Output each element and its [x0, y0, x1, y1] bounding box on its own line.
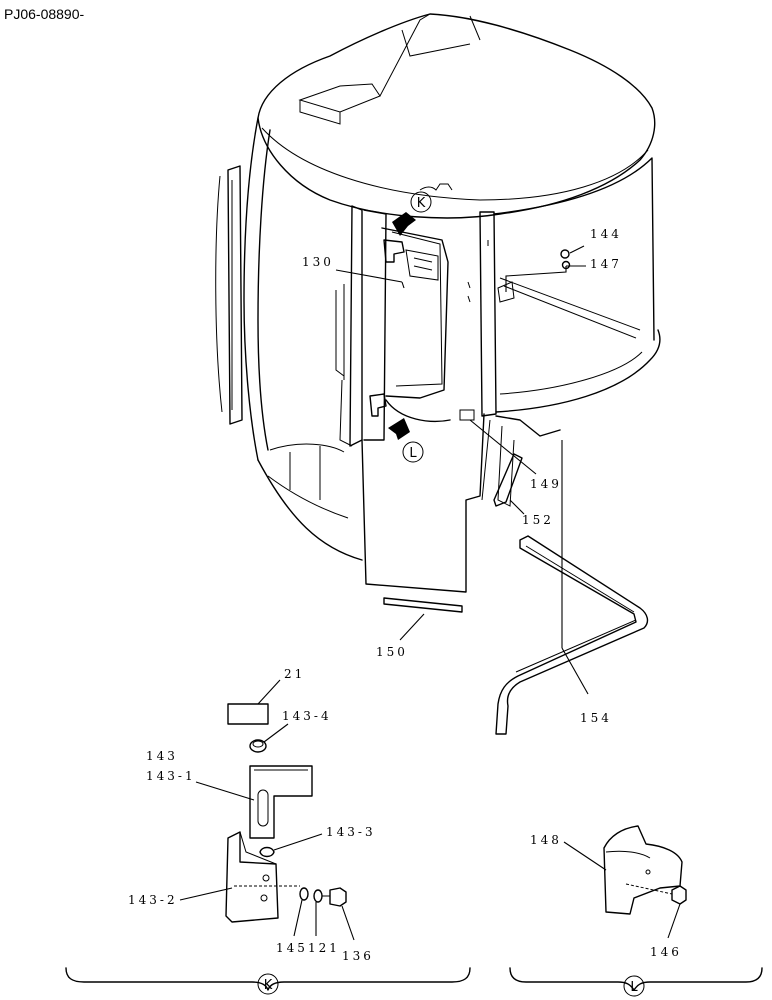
view-k-marker-top: K	[417, 196, 426, 211]
bracket-143-2	[225, 831, 300, 923]
view-arrow-l: L	[388, 418, 424, 463]
label-149: 149	[530, 477, 562, 491]
label-21: 21	[284, 667, 305, 681]
washer-145	[299, 887, 309, 901]
view-l-detail: 148 146	[530, 825, 687, 959]
label-130: 130	[302, 255, 334, 269]
label-147: 147	[590, 257, 622, 271]
document-id: PJ06-08890-	[4, 6, 85, 22]
label-143-3: 143-3	[326, 825, 376, 839]
view-l-marker-bottom: L	[630, 980, 638, 995]
washer-121	[313, 889, 323, 903]
view-l-marker-top: L	[409, 446, 417, 461]
bracket-143-1	[249, 765, 313, 839]
view-k-detail: 21 143-4 143 143-1 143-3	[128, 667, 376, 963]
cab-assembly	[215, 13, 661, 593]
seal-strip-154	[495, 535, 649, 735]
label-145: 145	[276, 941, 308, 955]
label-143-1: 143-1	[146, 769, 196, 783]
label-136: 136	[342, 949, 374, 963]
seal-152	[493, 453, 523, 507]
view-arrow-k: K	[392, 191, 432, 236]
clip-143-3	[259, 846, 275, 858]
label-plate-21	[227, 703, 269, 725]
bracket-148	[603, 825, 683, 915]
brace-l: L	[509, 967, 763, 997]
view-k-marker-bottom: K	[264, 978, 273, 993]
label-143-4: 143-4	[282, 709, 332, 723]
brace-k: K	[65, 967, 471, 995]
label-154: 154	[580, 711, 612, 725]
bolt-146	[671, 885, 687, 905]
label-144: 144	[590, 227, 622, 241]
label-143-2: 143-2	[128, 893, 178, 907]
bolt-136	[322, 887, 347, 907]
label-148: 148	[530, 833, 562, 847]
label-146: 146	[650, 945, 682, 959]
cap-143-4	[249, 723, 289, 753]
weatherstrip-150	[383, 597, 463, 613]
label-152: 152	[522, 513, 554, 527]
label-121: 121	[308, 941, 340, 955]
label-150: 150	[376, 645, 408, 659]
bolt-144	[560, 249, 570, 259]
label-143: 143	[146, 749, 178, 763]
